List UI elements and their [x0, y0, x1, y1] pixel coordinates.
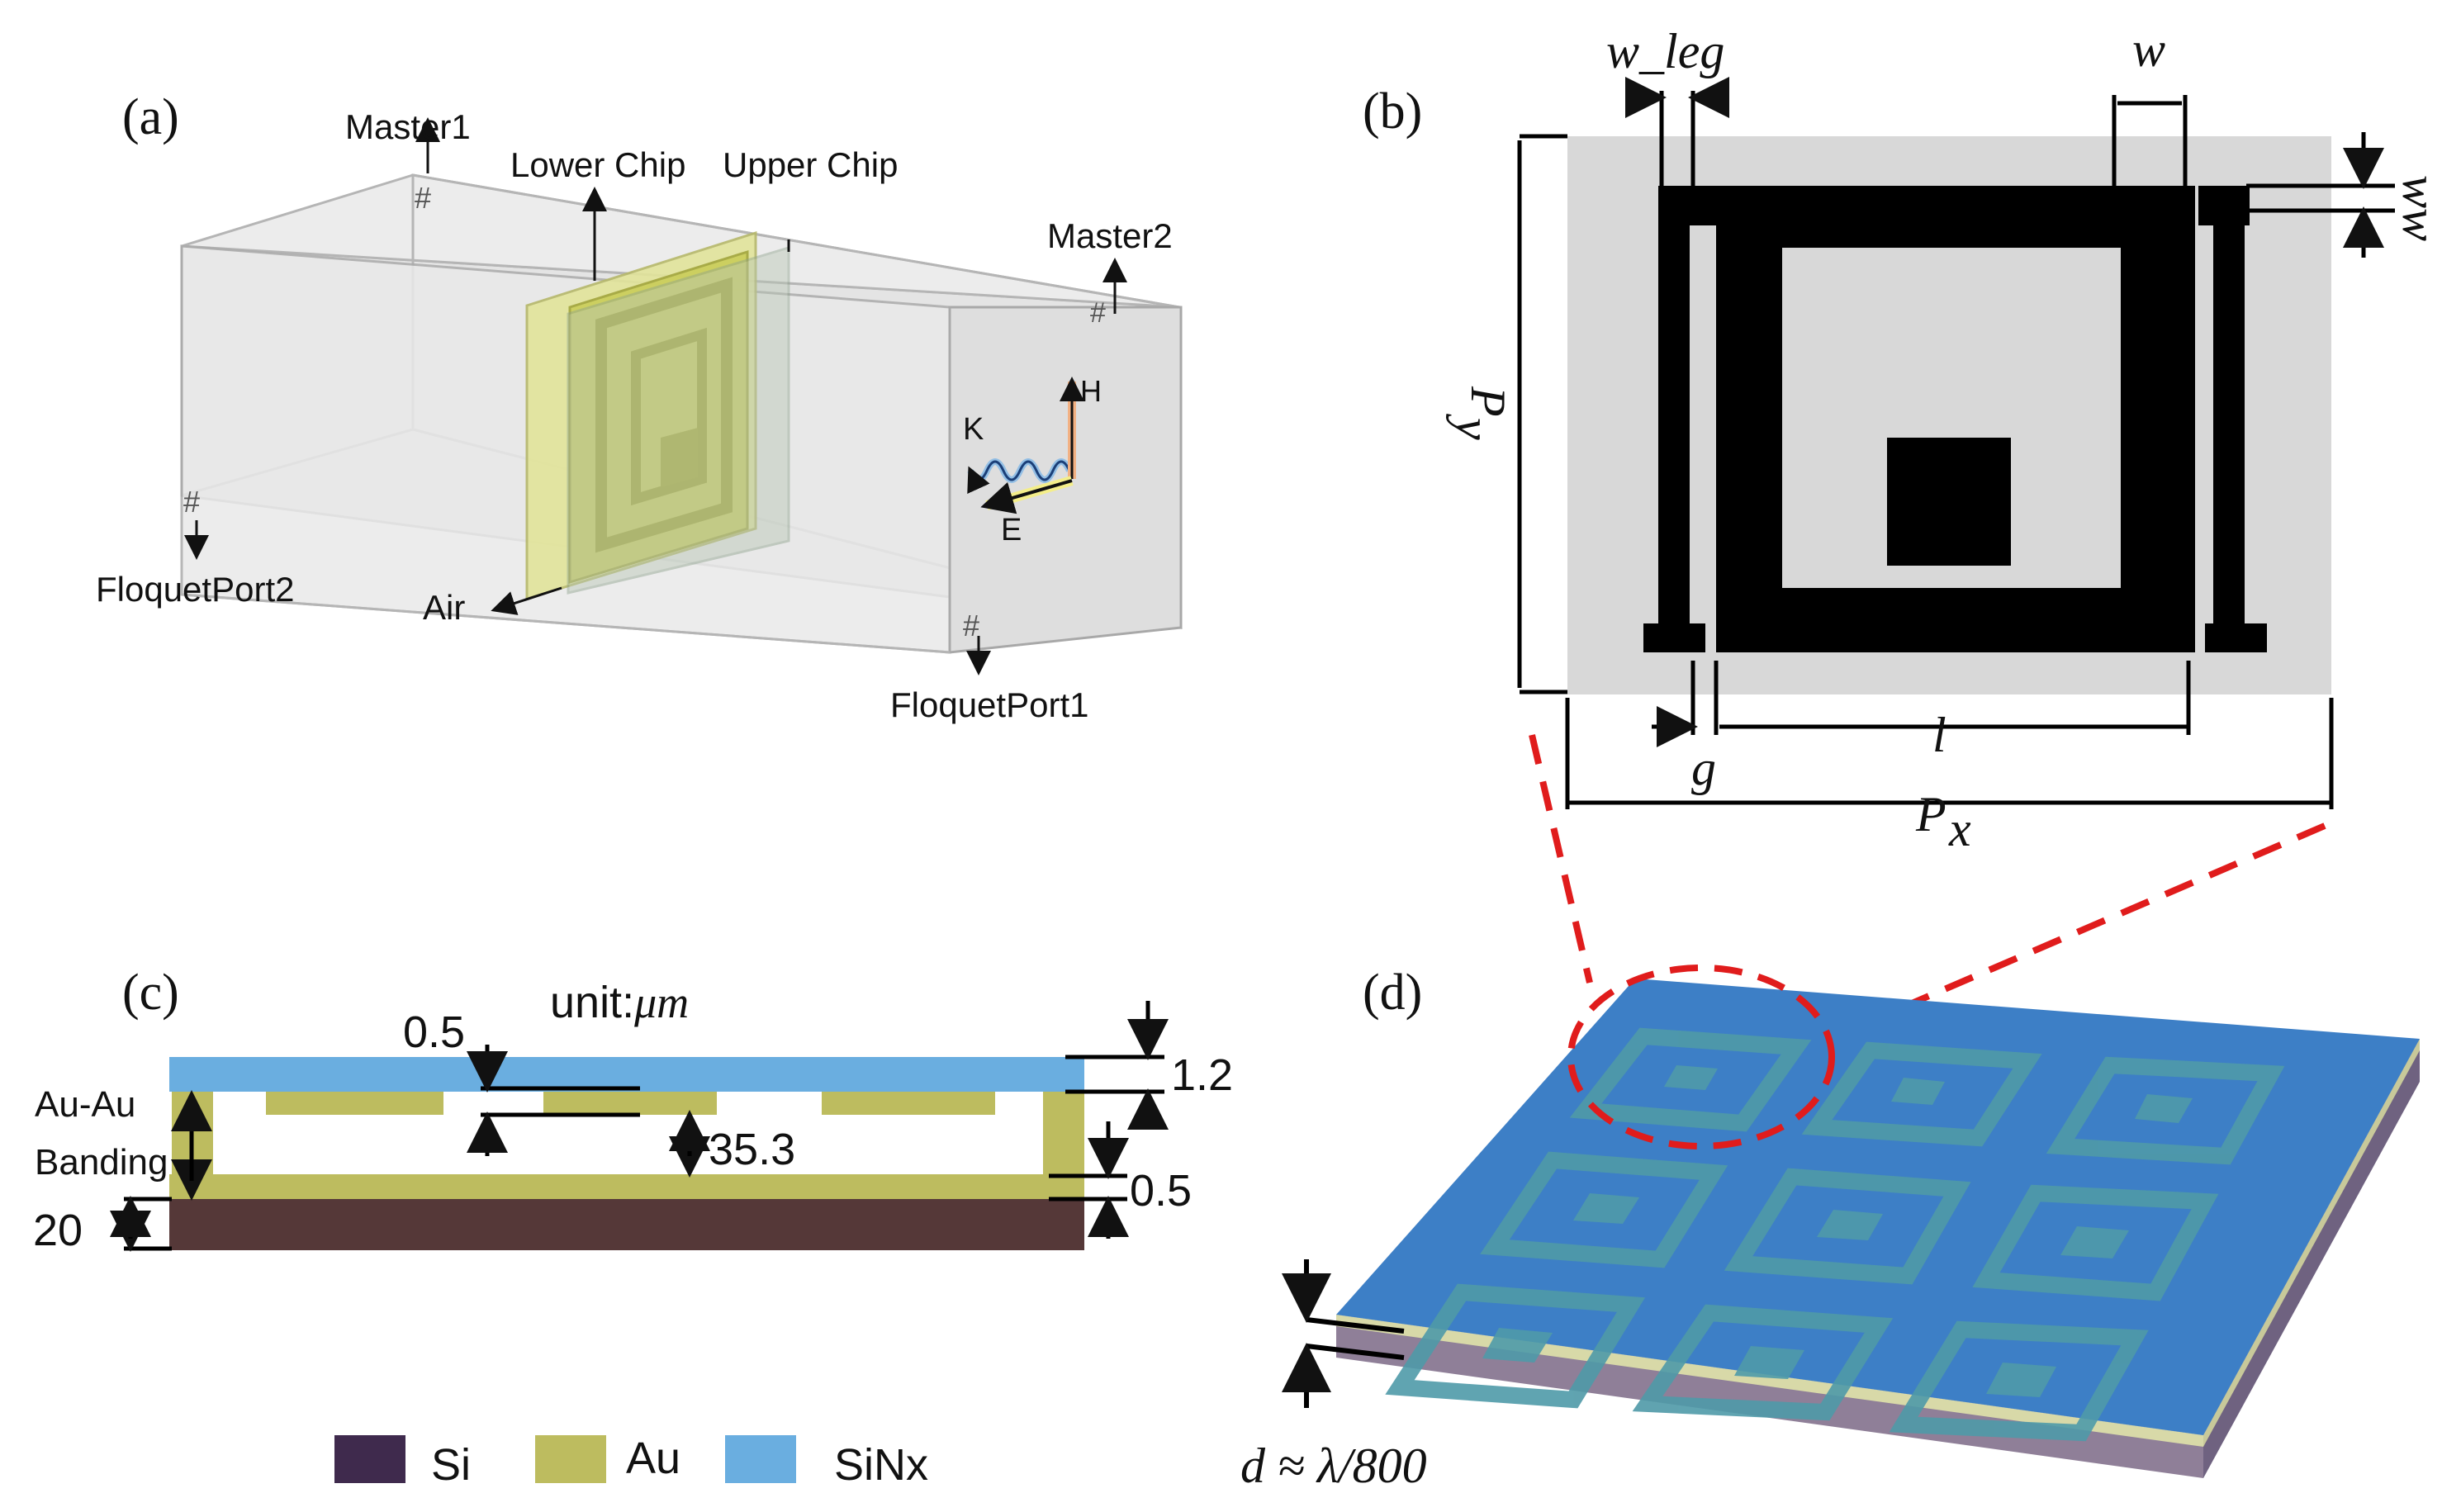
wave-vectors: K H E	[963, 374, 1102, 547]
floquetport1-label: FloquetPort1	[890, 685, 1088, 724]
dim-top-gap: 0.5	[403, 1007, 465, 1057]
h-vector-label: H	[1080, 374, 1102, 408]
metasurface-cell-centers	[1482, 1065, 2193, 1397]
sinx-layer	[169, 1057, 1084, 1092]
au-bottom-layer	[169, 1174, 1084, 1199]
svg-text:P: P	[1915, 787, 1946, 841]
dim-cavity: 35.3	[709, 1125, 795, 1174]
py-label: P y	[1446, 386, 1515, 440]
metasurface-cells	[1385, 1027, 2285, 1442]
dimension-lines	[1517, 77, 2395, 809]
legend-label-si: Si	[431, 1440, 471, 1490]
au-pattern-2	[543, 1092, 717, 1115]
lower-chip	[525, 230, 757, 601]
legend-swatch-au	[535, 1435, 606, 1483]
dim-si: 20	[33, 1206, 83, 1255]
k-vector-label: K	[963, 412, 984, 447]
floquetport1-symbol: #	[963, 609, 979, 642]
master1-label: Master1	[345, 107, 471, 146]
w-label: w	[2132, 22, 2165, 77]
svg-text:P: P	[1461, 386, 1515, 417]
legend-swatch-sinx	[725, 1435, 796, 1483]
air-label: Air	[423, 588, 465, 627]
legend-label-sinx: SiNx	[834, 1440, 928, 1490]
floquetport2-label: FloquetPort2	[96, 570, 294, 609]
si-substrate	[169, 1199, 1084, 1250]
panel-c: (c) unit:μm	[33, 965, 1233, 1490]
resonator	[1643, 186, 2267, 652]
panel-d: (d)	[1240, 965, 2420, 1493]
bonding-label-line2: Banding	[35, 1142, 168, 1183]
legend-swatch-si	[334, 1435, 405, 1483]
panel-b-label: (b)	[1363, 83, 1422, 140]
upper-chip	[567, 245, 790, 595]
g-label: g	[1691, 741, 1716, 795]
panel-a: (a) Master1 # Lower Chip	[96, 89, 1183, 724]
panel-c-label: (c)	[122, 965, 179, 1021]
legend-label-au: Au	[626, 1434, 680, 1483]
upper-chip-label: Upper Chip	[723, 145, 898, 184]
slab-side-front-au	[1336, 1315, 2203, 1447]
svg-text:x: x	[1948, 802, 1971, 856]
px-label: P x	[1915, 787, 1971, 856]
au-pattern-1	[266, 1092, 443, 1115]
au-pattern-3	[822, 1092, 995, 1115]
zoom-line-left	[1529, 734, 1593, 984]
thickness-marker	[1282, 1259, 1405, 1408]
bonding-label-line1: Au-Au	[35, 1084, 135, 1125]
dim-sinx: 1.2	[1171, 1050, 1233, 1100]
material-legend: Si Au SiNx	[334, 1434, 928, 1490]
w-leg-label: w_leg	[1606, 24, 1724, 78]
lower-chip-label: Lower Chip	[510, 145, 685, 184]
floquetport2-symbol: #	[183, 485, 200, 519]
unit-label: unit:μm	[550, 978, 689, 1027]
thickness-label: d ≈ λ/800	[1240, 1439, 1427, 1493]
dim-au: 0.5	[1130, 1166, 1192, 1216]
e-vector-label: E	[1001, 513, 1022, 547]
panel-b: (b)	[1363, 22, 2442, 1042]
cross-section-dimensions	[110, 1001, 1169, 1252]
zoom-highlight-circle	[1567, 965, 1835, 1149]
l-label: l	[1932, 708, 1946, 762]
master2-label: Master2	[1047, 216, 1173, 255]
master1-symbol: #	[415, 181, 431, 215]
svg-text:y: y	[1446, 413, 1501, 440]
panel-d-label: (d)	[1363, 965, 1422, 1021]
panel-a-label: (a)	[122, 89, 179, 145]
ww-label: ww	[2392, 175, 2442, 241]
master2-symbol: #	[1090, 297, 1106, 329]
slab-side-right-au	[2203, 1039, 2420, 1447]
